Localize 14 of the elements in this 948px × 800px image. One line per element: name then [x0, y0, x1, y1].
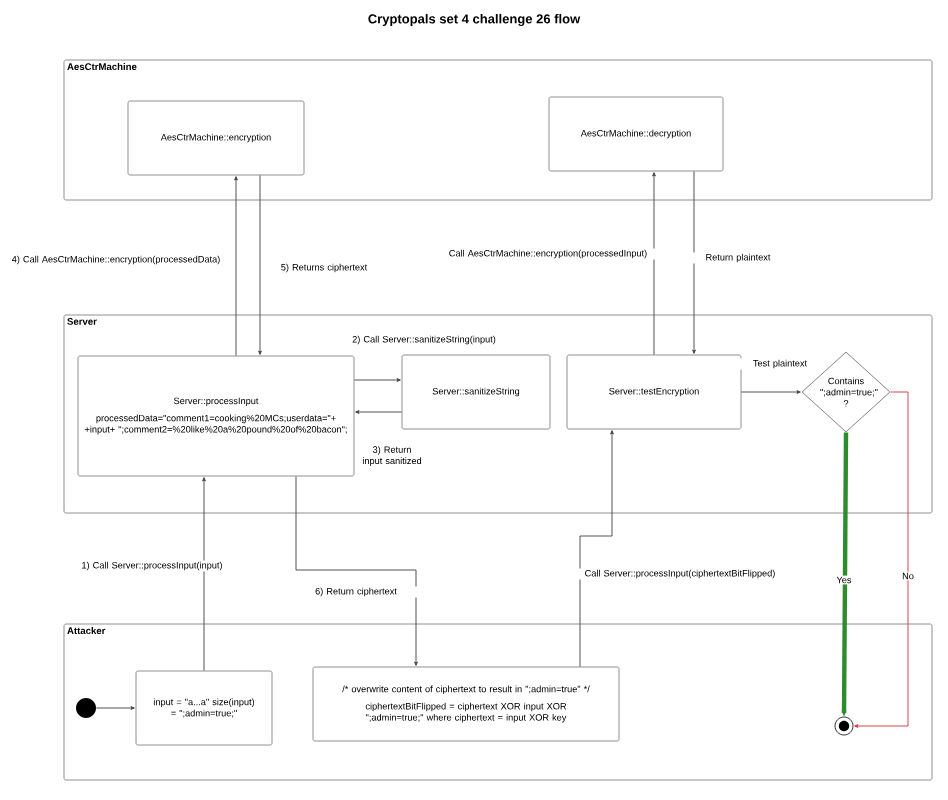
arrow [355, 410, 403, 414]
end-dot [834, 716, 854, 736]
start-dot [76, 698, 96, 718]
arrow [353, 378, 401, 382]
arrow [854, 391, 909, 728]
arrow [692, 170, 696, 354]
arrow [579, 430, 614, 668]
arrow [740, 390, 801, 394]
arrow [234, 176, 238, 357]
arrow [652, 172, 656, 356]
arrow [95, 706, 135, 710]
arrow [295, 475, 418, 666]
arrow [202, 477, 206, 672]
arrow [258, 174, 262, 355]
